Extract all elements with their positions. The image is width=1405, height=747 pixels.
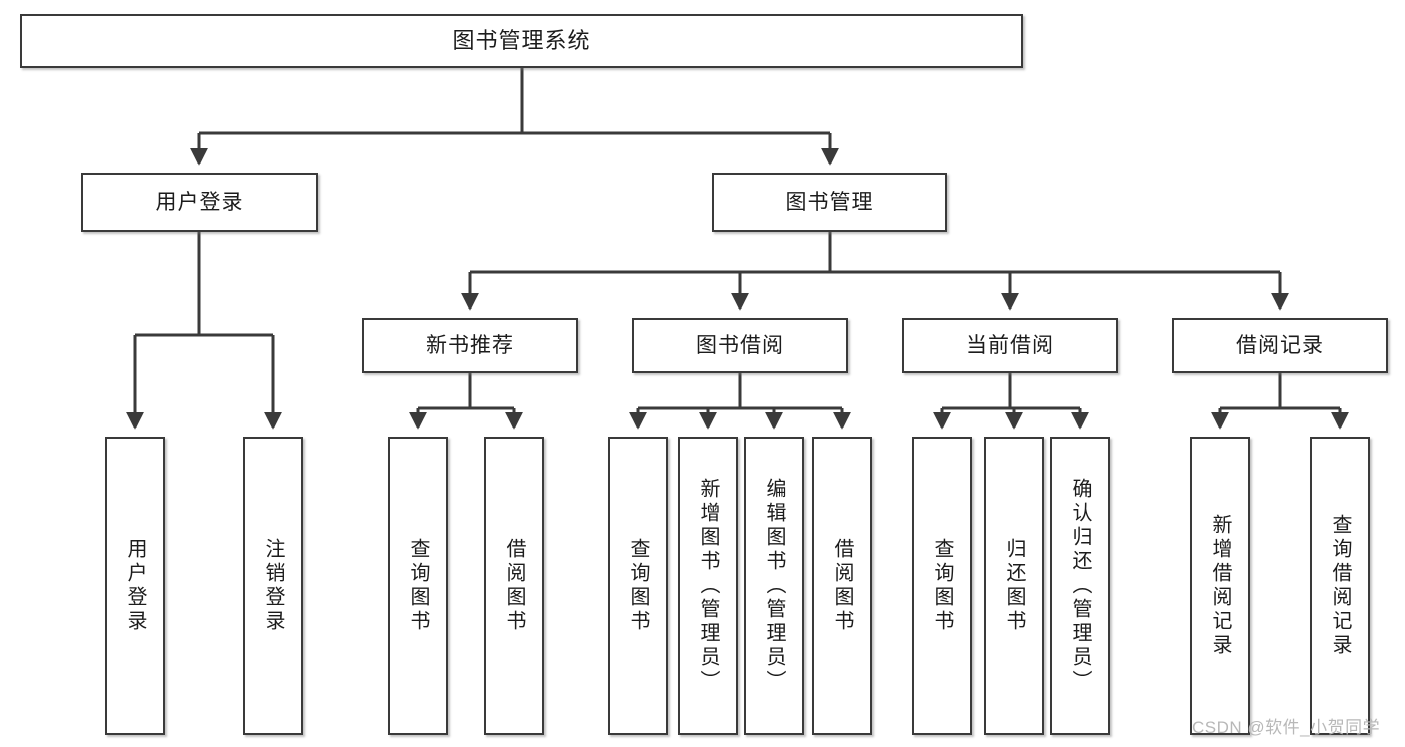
leaf-newbook-query-book[interactable]: 查询图书	[388, 437, 448, 735]
leaf-borrow-query-book[interactable]: 查询图书	[608, 437, 668, 735]
node-borrow-records[interactable]: 借阅记录	[1172, 318, 1388, 373]
leaf-records-query-record[interactable]: 查询借阅记录	[1310, 437, 1370, 735]
leaf-newbook-borrow-book[interactable]: 借阅图书	[484, 437, 544, 735]
node-root-system[interactable]: 图书管理系统	[20, 14, 1023, 68]
leaf-current-confirm-return-admin[interactable]: 确认归还（管理员）	[1050, 437, 1110, 735]
csdn-watermark: CSDN @软件_小贺同学	[1192, 718, 1381, 737]
leaf-borrow-edit-book-admin[interactable]: 编辑图书（管理员）	[744, 437, 804, 735]
leaf-user-login[interactable]: 用户登录	[105, 437, 165, 735]
node-current-borrow[interactable]: 当前借阅	[902, 318, 1118, 373]
node-book-borrow[interactable]: 图书借阅	[632, 318, 848, 373]
node-new-book-recommend[interactable]: 新书推荐	[362, 318, 578, 373]
node-book-management[interactable]: 图书管理	[712, 173, 947, 232]
leaf-user-logout[interactable]: 注销登录	[243, 437, 303, 735]
leaf-current-return-book[interactable]: 归还图书	[984, 437, 1044, 735]
leaf-records-add-record[interactable]: 新增借阅记录	[1190, 437, 1250, 735]
leaf-borrow-borrow-book[interactable]: 借阅图书	[812, 437, 872, 735]
leaf-current-query-book[interactable]: 查询图书	[912, 437, 972, 735]
node-user-login[interactable]: 用户登录	[81, 173, 318, 232]
leaf-borrow-add-book-admin[interactable]: 新增图书（管理员）	[678, 437, 738, 735]
